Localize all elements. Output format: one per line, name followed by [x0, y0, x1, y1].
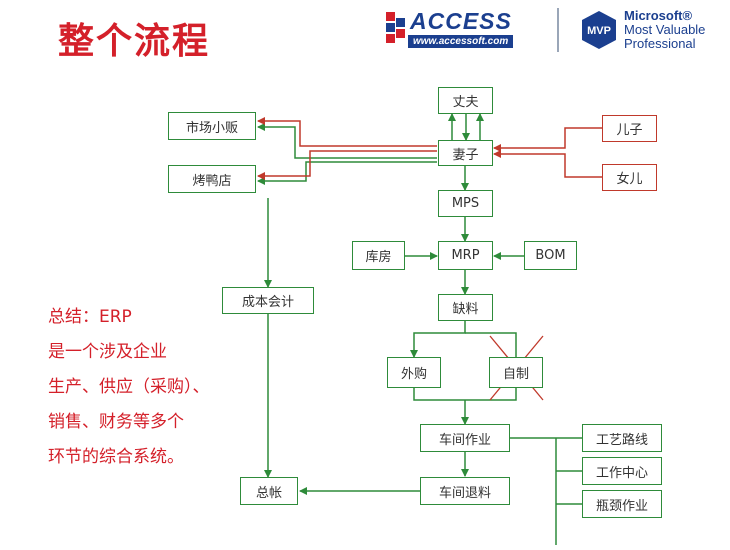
mvp-line-3: Professional [624, 36, 696, 51]
access-logo: ACCESS www.accessoft.com [384, 8, 544, 52]
link-nver-qizi [493, 150, 602, 178]
summary-line-4: 销售、财务等多个 [48, 412, 184, 432]
node-mps: MPS [438, 190, 493, 217]
node-chengben: 成本会计 [222, 287, 314, 314]
summary-text: 总结：ERP 是一个涉及企业 生产、供应（采购）、 销售、财务等多个 环节的综合… [48, 300, 210, 475]
link-qizi-kaoyadian [257, 161, 437, 185]
link-erzi-qizi [493, 127, 602, 152]
node-zizhi: 自制 [489, 357, 543, 388]
summary-line-5: 环节的综合系统。 [48, 447, 184, 467]
summary-line-3: 生产、供应（采购）、 [48, 377, 210, 397]
link-queliao-split [410, 321, 466, 358]
link-qizi-shichang [257, 123, 437, 159]
access-url: www.accessoft.com [408, 35, 514, 48]
node-bom: BOM [524, 241, 577, 270]
mvp-badge-text: MVP [587, 25, 611, 37]
link-queliao-zizhi [465, 332, 517, 357]
node-erzi: 儿子 [602, 115, 657, 142]
mvp-text: Microsoft® Most Valuable Professional [624, 9, 705, 51]
mvp-line-1: Microsoft® [624, 8, 693, 23]
node-kaoyadian: 烤鸭店 [168, 165, 256, 193]
node-tuiliao: 车间退料 [420, 477, 510, 505]
node-chejian: 车间作业 [420, 424, 510, 452]
node-zhangfu: 丈夫 [438, 87, 493, 114]
summary-line-2: 是一个涉及企业 [48, 342, 167, 362]
mvp-badge-icon: MVP [582, 11, 616, 49]
node-zongzhang: 总帐 [240, 477, 298, 505]
node-qizi: 妻子 [438, 140, 493, 166]
node-shichang: 市场小贩 [168, 112, 256, 140]
link-merge [413, 388, 517, 401]
access-emblem-icon [386, 12, 405, 43]
node-kufang: 库房 [352, 241, 405, 270]
node-waigou: 外购 [387, 357, 441, 388]
node-nver: 女儿 [602, 164, 657, 191]
node-pingjing: 瓶颈作业 [582, 490, 662, 518]
mvp-line-2: Most Valuable [624, 22, 706, 37]
link-qizi-kaoyadian-red [257, 150, 437, 180]
summary-line-1: 总结：ERP [48, 307, 132, 327]
node-gongzuo: 工作中心 [582, 457, 662, 485]
page-title: 整个流程 [58, 20, 211, 62]
node-mrp: MRP [438, 241, 493, 270]
access-wordmark: ACCESS [410, 8, 512, 34]
node-gongyi: 工艺路线 [582, 424, 662, 452]
link-qizi-shichang-red [257, 117, 437, 147]
logo-divider [557, 8, 559, 52]
node-queliao: 缺料 [438, 294, 493, 321]
